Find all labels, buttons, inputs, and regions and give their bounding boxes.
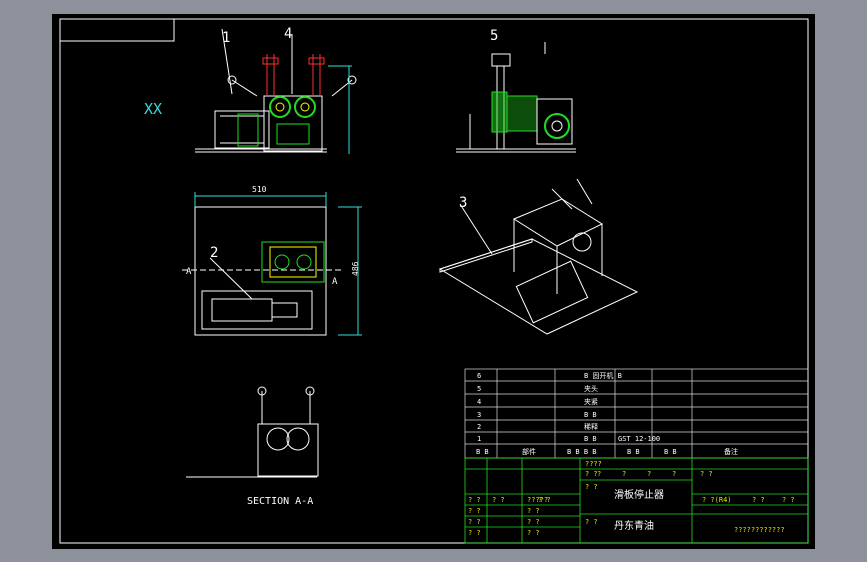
tb-row-c: ? ? [585,483,598,491]
callout-3: 3 [459,195,467,211]
section-mark-left: A [186,267,192,277]
tb-row-a: ???? [585,460,602,468]
tb-left-2: ????? [527,496,548,504]
bom-name-4: 夹紧 [584,397,598,406]
bom-table [464,368,809,459]
dim-height: 486 [351,261,360,276]
bom-header-c3: B B B B [567,448,597,456]
bom-note-1: GST 12-100 [618,435,660,443]
callout-5: 5 [490,28,498,44]
tb-left-8: ? ? [527,529,540,537]
scale-val-1: ? ? [782,496,795,504]
bom-header-c5: B B [664,448,677,456]
front-view: XX 1 4 [144,26,357,154]
tb-left-4: ? ? [527,507,540,515]
bom-name-3: B B [584,411,597,419]
bom-header-c4: B B [627,448,640,456]
drawing-no: 丹东青油 [614,519,654,532]
tb-mid-row-3: ? [672,470,676,478]
tb-mid-row-0: ? [597,470,601,478]
gear-right [294,96,316,118]
bom-no-3: 3 [477,411,481,419]
bom-name-1: B B [584,435,597,443]
bom-text: 6 B 固开机 B 5 夹头 4 夹紧 3 B B 2 稀释 1 B B GST… [476,371,738,456]
tb-mid-2: ? ? [700,470,713,478]
gear-left [269,96,291,118]
tb-left-6: ? ? [527,518,540,526]
bom-no-5: 5 [477,385,481,393]
bom-header-c6: 备注 [724,447,738,456]
bom-no-4: 4 [477,398,481,406]
section-label: SECTION A-A [247,496,313,507]
tb-mid-row-2: ? [647,470,651,478]
bom-no-2: 2 [477,423,481,431]
title-text: ???? ? ? ? ? 滑板停止器 丹东青油 ? ? ? ? ????? ? … [468,460,795,537]
bom-name-6: B 固开机 B [584,371,622,380]
section-mark-right: A [332,277,338,287]
tb-left-1: ? ? [492,496,505,504]
title-block [464,457,809,544]
drawing-border [59,18,809,544]
bom-name-5: 夹头 [584,384,598,393]
callout-2: 2 [210,245,218,261]
marker-xx: XX [144,100,162,118]
tb-mid-1: ? ? [585,518,598,526]
callout-1: 1 [222,30,230,46]
bom-header-c1: B B [476,448,489,456]
drawing-canvas: XX 1 4 [52,14,815,549]
dim-width: 510 [252,185,267,194]
callout-4: 4 [284,26,292,42]
drawing-title: 滑板停止器 [614,488,664,501]
top-left-cartouche [59,18,175,42]
tb-mid-row-1: ? [622,470,626,478]
school: ???????????? [734,526,785,534]
bom-header-c2: 部件 [522,447,536,456]
section-view: SECTION A-A [186,386,319,507]
iso-view: 3 [438,178,639,335]
scale-label: ? ?(R4) [702,496,732,504]
scale-val-0: ? ? [752,496,765,504]
tb-row-b: ? ? [585,470,598,478]
side-view: 5 [456,28,576,153]
bom-no-6: 6 [477,372,481,380]
tb-left-7: ? ? [468,529,481,537]
tb-left-5: ? ? [468,518,481,526]
bom-name-2: 稀释 [584,422,598,431]
top-view: 510 486 A A 2 [182,185,362,336]
tb-left-3: ? ? [468,507,481,515]
tb-mid-0: ? ? [538,496,551,504]
tb-left-0: ? ? [468,496,481,504]
bom-no-1: 1 [477,435,481,443]
